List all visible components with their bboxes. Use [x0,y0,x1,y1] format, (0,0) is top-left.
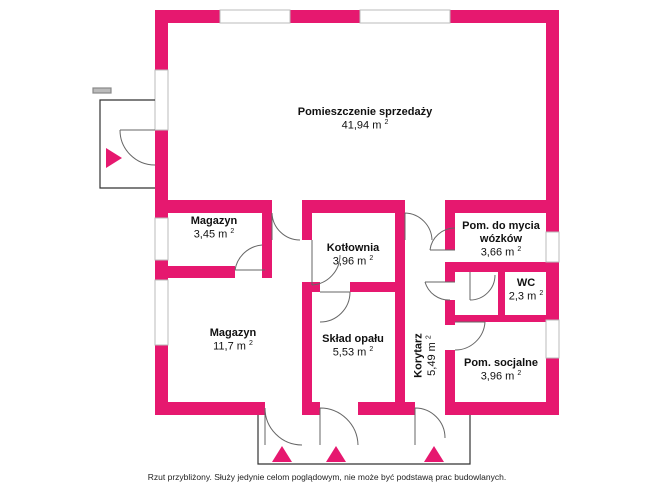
door-socjalne [454,321,486,351]
room-label-wc: WC 2,3 m 2 [505,277,547,304]
doors [119,129,496,446]
door-bottom-3 [414,407,446,445]
wall-wc-left-upper [445,262,455,282]
room-name: Pomieszczenie sprzedaży [297,106,433,118]
arrow-up-icon-3 [424,446,444,462]
wall-h-sales-left [155,200,272,213]
room-name: Pom. do mycia [462,220,540,232]
room-area: 3,66 m 2 [480,246,522,260]
wall-socjalne-left [445,350,455,415]
room-name: Pom. socjalne [464,357,538,369]
wall-kot-bottom-right [350,282,405,292]
wall-h-sales-right [445,200,559,213]
room-area: 41,94 m 2 [341,119,389,132]
window-right-2 [545,319,560,359]
arrow-up-icon-1 [272,446,292,462]
room-area: 5,53 m 2 [332,346,374,359]
ramp-outline [257,415,471,465]
wall-top [155,10,559,23]
door-bottom-1 [264,407,303,446]
wall-socjalne-top [445,315,559,322]
room-label-kotlownia: Kotłownia 3,96 m 2 [312,242,394,269]
wall-mycia-left [445,200,455,250]
room-area: 2,3 m 2 [508,290,544,303]
walls [155,10,559,415]
room-name: Korytarz [412,333,425,378]
room-name: Magazyn [209,327,257,339]
door-wc-inner [469,272,496,301]
room-name: Skład opału [322,333,384,345]
window-left-1 [154,69,169,131]
wall-right-mid [546,262,559,320]
wall-left-upper [155,10,168,70]
window-top-1 [219,9,291,24]
wall-left-bottom [155,345,168,415]
wall-right-upper [546,10,559,232]
room-area: 3,45 m 2 [193,228,235,241]
wall-wc-inner [498,262,505,320]
wall-left-mid [155,130,168,218]
door-kotlownia [311,240,341,286]
room-label-sklad-opalu: Skład opału 5,53 m 2 [312,333,394,360]
window-right-1 [545,231,560,263]
wall-bottom-right [445,402,559,415]
wall-magazyn-divider [155,266,235,278]
disclaimer-text: Rzut przybliżony. Służy jedynie celom po… [147,472,507,482]
entrance-vestibule-outline [99,99,155,189]
room-label-pom-socjalne: Pom. socjalne 3,96 m 2 [455,357,547,384]
room-label-magazyn-small: Magazyn 3,45 m 2 [175,215,253,242]
wall-kot-left-upper [302,200,312,240]
window-left-3 [154,279,169,346]
wall-wc-left-lower [445,300,455,325]
wall-bottom-left [155,402,265,415]
room-area: 11,7 m 2 [213,340,253,353]
wall-bottom-mid2 [358,402,415,415]
room-area: 3,96 m 2 [480,370,522,383]
door-sales-2 [404,212,433,241]
room-label-korytarz: Korytarz 5,49 m 2 [412,316,439,396]
window-left-2 [154,217,169,261]
exterior-outlines [92,87,471,465]
wall-magazyn-small-right [262,200,272,278]
room-name: WC [516,277,536,289]
room-area: 3,96 m 2 [332,255,374,268]
room-name: Kotłownia [326,242,380,254]
room-label-sales: Pomieszczenie sprzedaży 41,94 m 2 [280,106,450,133]
wall-kot-right [395,200,405,415]
door-bottom-2 [319,407,359,446]
door-mycia [429,227,456,251]
door-sales-1 [271,212,301,241]
room-area: 5,49 m 2 [425,335,439,376]
arrow-right-icon [106,148,122,168]
exterior-mark [92,87,112,94]
door-sklad [319,291,351,323]
wall-kot-bottom-left [302,282,320,292]
wall-kot-left-lower [302,285,312,415]
room-name: Magazyn [190,215,238,227]
wall-right-low [546,358,559,415]
wall-h-sales-mid [302,200,404,213]
room-name-line2: wózków [479,233,523,246]
entrance-arrows [106,148,444,462]
arrow-up-icon-2 [326,446,346,462]
room-label-pom-mycia: Pom. do mycia wózków 3,66 m 2 [455,220,547,260]
door-wc [424,281,455,301]
room-label-magazyn-large: Magazyn 11,7 m 2 [188,327,278,354]
window-top-2 [359,9,451,24]
door-entrance-left [119,129,156,166]
door-magazyn-small [234,244,265,271]
